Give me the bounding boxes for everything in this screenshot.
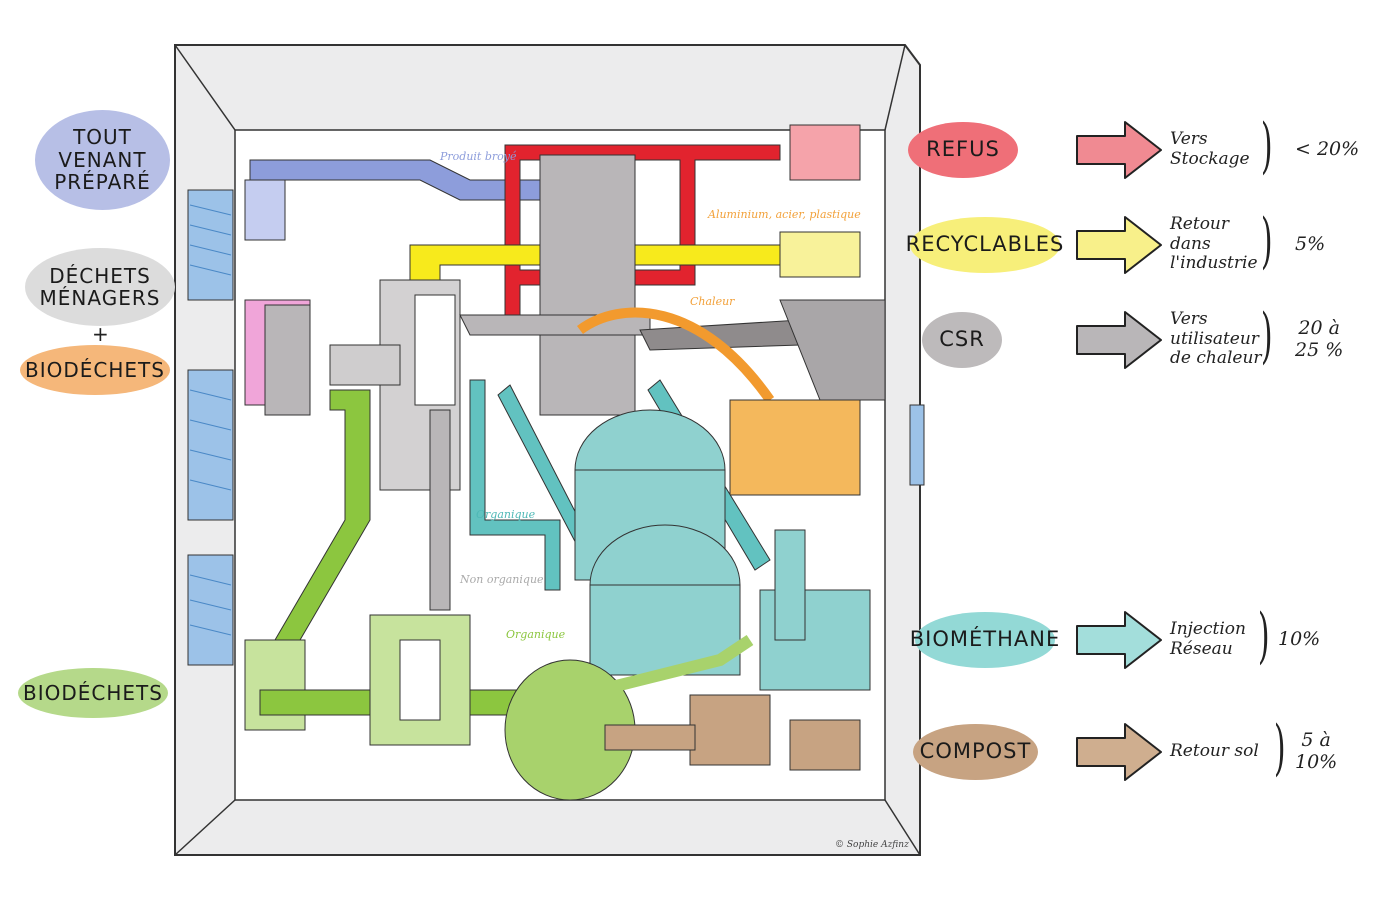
input-line: PRÉPARÉ: [54, 170, 151, 195]
boiler: [729, 399, 861, 496]
input-line: BIODÉCHETS: [25, 357, 165, 382]
input-line: MÉNAGERS: [39, 286, 161, 310]
label-metals: Aluminium, acier, plastique: [708, 208, 861, 221]
output-share: 5%: [1295, 233, 1326, 255]
arrow-icon: [1076, 723, 1162, 781]
conveyor-organique: [469, 379, 561, 591]
arrow-icon: [1076, 611, 1162, 669]
label-organique: Organique: [476, 508, 536, 521]
input-line: VENANT: [58, 147, 147, 172]
arrow-icon: [1076, 216, 1162, 274]
credit: © Sophie Azfinz: [835, 840, 909, 850]
output-csr: CSR: [922, 312, 1002, 368]
bracket: ): [1257, 601, 1270, 671]
output-recyclables: RECYCLABLES: [906, 217, 1063, 273]
arrow-icon: [1076, 311, 1162, 369]
label-non-organique: Non organique: [460, 573, 544, 586]
input-biodechets-orange: BIODÉCHETS: [20, 345, 170, 395]
label-organique-2: Organique: [506, 628, 566, 641]
output-destination: Retour sol: [1170, 741, 1259, 761]
input-biodechets-green: BIODÉCHETS: [18, 668, 168, 718]
label-produit-broye: Produit broyé: [440, 150, 517, 163]
output-refus: REFUS: [908, 122, 1018, 178]
bracket: ): [1260, 206, 1273, 276]
output-share: < 20%: [1295, 138, 1360, 160]
output-compost: COMPOST: [913, 724, 1038, 780]
plus-sign: +: [92, 322, 109, 346]
input-line: BIODÉCHETS: [23, 680, 163, 705]
bracket: ): [1273, 713, 1286, 783]
bracket: ): [1260, 111, 1273, 181]
arrow-icon: [1076, 121, 1162, 179]
input-line: TOUT: [73, 125, 132, 150]
input-line: DÉCHETS: [49, 263, 151, 288]
output-share: 10%: [1278, 628, 1321, 650]
compost-press: [689, 694, 771, 766]
separator-tower: [539, 154, 636, 416]
output-biomthane: BIOMÉTHANE: [910, 612, 1059, 668]
label-chaleur: Chaleur: [690, 295, 735, 308]
bracket: ): [1260, 301, 1273, 371]
